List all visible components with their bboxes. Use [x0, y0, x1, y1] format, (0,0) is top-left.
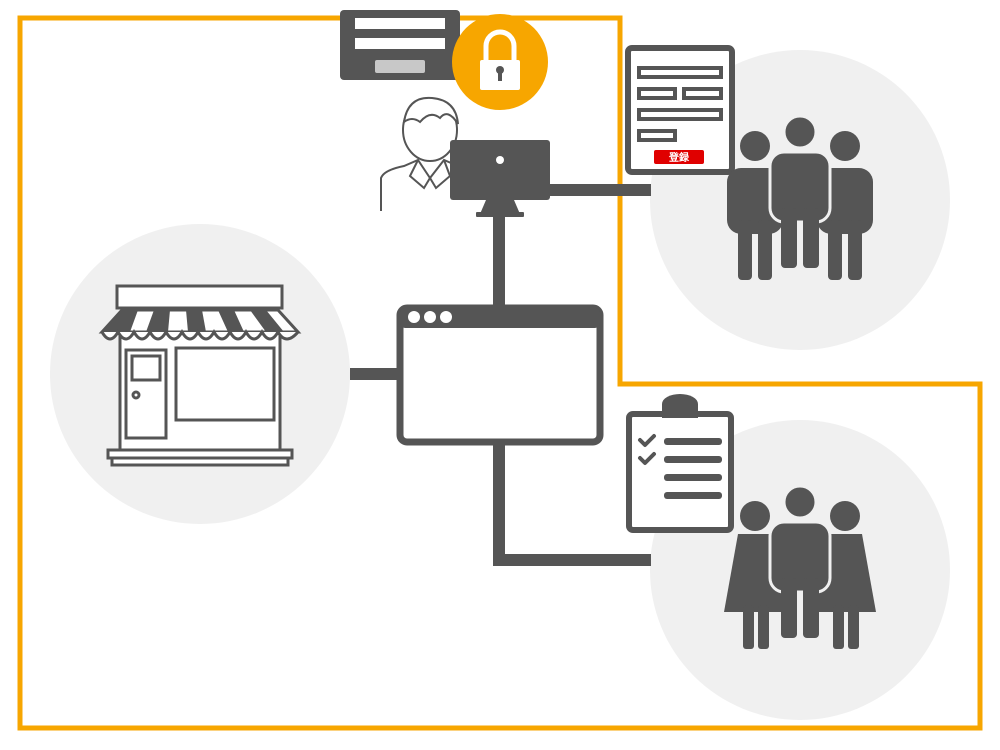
login-field-2: [355, 38, 445, 49]
browser-dot-2: [424, 311, 436, 323]
login-field-1: [355, 18, 445, 29]
respondent-group-icon: [724, 484, 876, 649]
connector-browser-monitor: [493, 210, 505, 307]
login-button: [375, 60, 425, 73]
storefront-icon: [98, 284, 302, 467]
monitor-icon: [450, 140, 550, 217]
browser-dot-1: [408, 311, 420, 323]
connector-monitor-members: [548, 184, 651, 196]
login-form-icon: [340, 10, 460, 80]
monitor-indicator: [496, 156, 504, 164]
registration-form-icon: 登録: [625, 45, 735, 175]
register-button: [654, 150, 704, 164]
connector-browser-down: [493, 443, 505, 566]
browser-dot-3: [440, 311, 452, 323]
browser-window-icon: [396, 304, 604, 446]
shop-display-window: [174, 346, 276, 422]
shop-door-knob: [131, 390, 141, 400]
shop-door-window: [130, 354, 162, 382]
operator-icon: [380, 96, 459, 211]
lock-icon: [452, 14, 548, 110]
connector-to-respondents: [493, 554, 651, 566]
system-boundary: [17, 15, 983, 731]
register-button-label: 登録: [668, 151, 690, 164]
connector-shop-browser: [350, 368, 398, 380]
checklist-clipboard-icon: [626, 394, 734, 533]
connectors: [350, 184, 651, 566]
customer-group-icon: [727, 114, 873, 280]
